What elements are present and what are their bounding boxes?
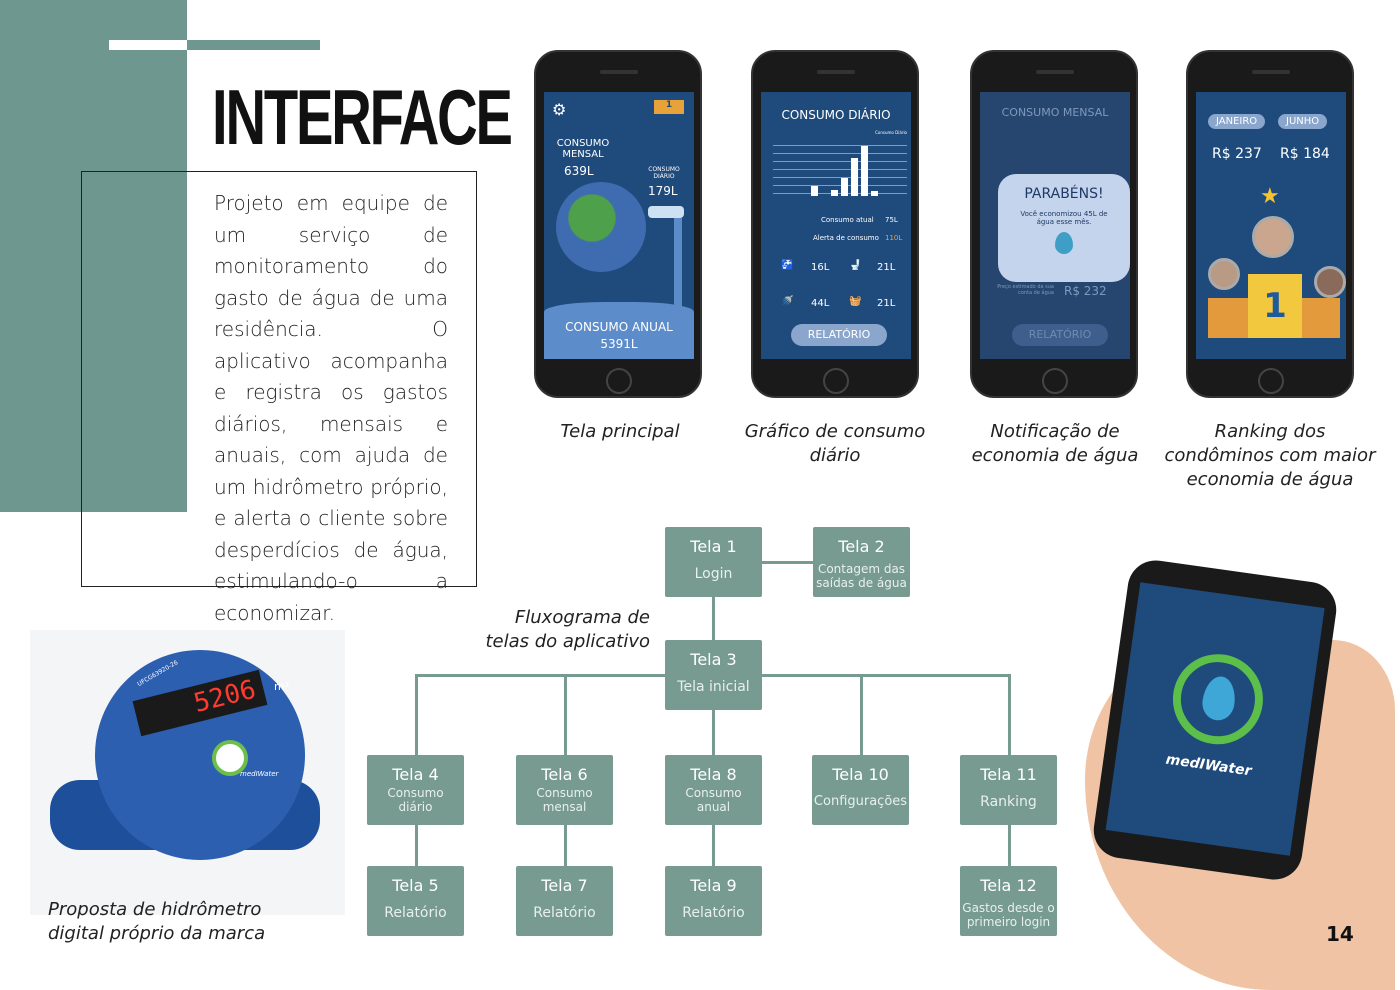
report-button[interactable]: RELATÓRIO bbox=[1012, 324, 1108, 346]
splash-screen: medIWater bbox=[1105, 582, 1325, 856]
caption-meter: Proposta de hidrômetro digital próprio d… bbox=[48, 899, 266, 944]
alert-value: 110L bbox=[885, 234, 903, 242]
popup-text: Você economizou 45L de água esse mês. bbox=[1020, 210, 1108, 226]
current-consumption-label: Consumo atual bbox=[821, 216, 874, 224]
avatar-second bbox=[1208, 258, 1240, 290]
phone-ranking: JANEIRO JUNHO R$ 237 R$ 184 ★ 1 bbox=[1186, 50, 1354, 398]
current-consumption-value: 75L bbox=[885, 216, 898, 224]
price-label: Preço estimado da sua conta de água bbox=[997, 284, 1054, 296]
washer-icon: 🧺 bbox=[849, 296, 862, 307]
daily-value: 179L bbox=[648, 184, 678, 198]
page-title: INTERFACE bbox=[212, 73, 513, 161]
toilet-icon: 🚽 bbox=[849, 260, 862, 271]
daily-chart bbox=[773, 138, 907, 196]
hand-phone: medIWater bbox=[1090, 556, 1340, 884]
faucet-icon bbox=[648, 206, 684, 218]
home-button bbox=[823, 368, 849, 394]
price-value: R$ 232 bbox=[1064, 284, 1107, 298]
ranking-screen: JANEIRO JUNHO R$ 237 R$ 184 ★ 1 bbox=[1196, 92, 1346, 359]
water-stream bbox=[674, 218, 682, 328]
star-icon: ★ bbox=[1260, 184, 1280, 209]
daily-label: CONSUMO DIÁRIO bbox=[648, 166, 680, 180]
report-button[interactable]: RELATÓRIO bbox=[791, 324, 887, 346]
caption-main-screen: Tela principal bbox=[560, 421, 680, 442]
decorative-line bbox=[109, 40, 187, 50]
project-description: Projeto em equipe de um serviço de monit… bbox=[214, 191, 448, 625]
description-frame bbox=[81, 171, 477, 587]
decorative-line bbox=[187, 40, 320, 50]
phone-main-screen: ⚙ 1 CONSUMO MENSAL 639L CONSUMO DIÁRIO 1… bbox=[534, 50, 702, 398]
alert-label: Alerta de consumo bbox=[813, 234, 879, 242]
flowchart-caption: Fluxograma de telas do aplicativo bbox=[485, 607, 650, 652]
avatar-third bbox=[1314, 266, 1346, 298]
tap-value: 16L bbox=[811, 262, 830, 273]
screen-title: CONSUMO DIÁRIO bbox=[781, 108, 891, 122]
main-screen: ⚙ 1 CONSUMO MENSAL 639L CONSUMO DIÁRIO 1… bbox=[544, 92, 694, 359]
congrats-popup: PARABÉNS! Você economizou 45L de água es… bbox=[998, 174, 1130, 282]
page-number: 14 bbox=[1326, 922, 1354, 946]
avatar-first bbox=[1252, 216, 1294, 258]
earth-icon bbox=[556, 182, 646, 272]
popup-title: PARABÉNS! bbox=[1024, 186, 1104, 202]
shower-icon: 🚿 bbox=[781, 296, 794, 307]
home-button bbox=[1042, 368, 1068, 394]
teal-background-block bbox=[0, 0, 187, 512]
brand-name: medIWater bbox=[1164, 751, 1253, 780]
monthly-label: CONSUMO MENSAL bbox=[556, 138, 610, 160]
daily-chart-screen: CONSUMO DIÁRIO Consumo Diário Consumo at… bbox=[761, 92, 911, 359]
podium-first-place: 1 bbox=[1248, 274, 1302, 338]
screen-title: CONSUMO MENSAL bbox=[1001, 106, 1109, 119]
meter-brand: medIWater bbox=[240, 770, 279, 778]
month-pill-june[interactable]: JUNHO bbox=[1278, 114, 1328, 129]
tap-icon: 🚰 bbox=[781, 260, 794, 271]
caption-daily-chart: Gráfico de consumo diário bbox=[744, 421, 926, 466]
toilet-value: 21L bbox=[877, 262, 896, 273]
water-meter-image: UFCG63920-26 5206 m³ medIWater bbox=[30, 626, 345, 915]
brand-logo-icon bbox=[212, 740, 248, 776]
meter-unit: m³ bbox=[274, 680, 290, 693]
notification-screen: CONSUMO MENSAL PARABÉNS! Você economizou… bbox=[980, 92, 1130, 359]
phone-daily-chart: CONSUMO DIÁRIO Consumo Diário Consumo at… bbox=[751, 50, 919, 398]
washer-value: 21L bbox=[877, 298, 896, 309]
water-drop-icon bbox=[1055, 232, 1073, 254]
phone-notification: CONSUMO MENSAL PARABÉNS! Você economizou… bbox=[970, 50, 1138, 398]
annual-label: CONSUMO ANUAL bbox=[565, 320, 673, 334]
chart-legend: Consumo Diário bbox=[875, 130, 907, 135]
gear-icon[interactable]: ⚙ bbox=[552, 100, 567, 119]
caption-ranking: Ranking dos condôminos com maior economi… bbox=[1164, 421, 1376, 490]
shower-value: 44L bbox=[811, 298, 830, 309]
monthly-value: 639L bbox=[564, 164, 594, 178]
home-button bbox=[1258, 368, 1284, 394]
ranking-podium-icon[interactable]: 1 bbox=[654, 100, 684, 114]
june-value: R$ 184 bbox=[1280, 146, 1330, 162]
caption-notification: Notificação de economia de água bbox=[971, 421, 1139, 466]
january-value: R$ 237 bbox=[1212, 146, 1262, 162]
home-button bbox=[606, 368, 632, 394]
water-wave bbox=[544, 302, 694, 359]
month-pill-january[interactable]: JANEIRO bbox=[1208, 114, 1266, 129]
annual-value: 5391L bbox=[600, 337, 638, 351]
